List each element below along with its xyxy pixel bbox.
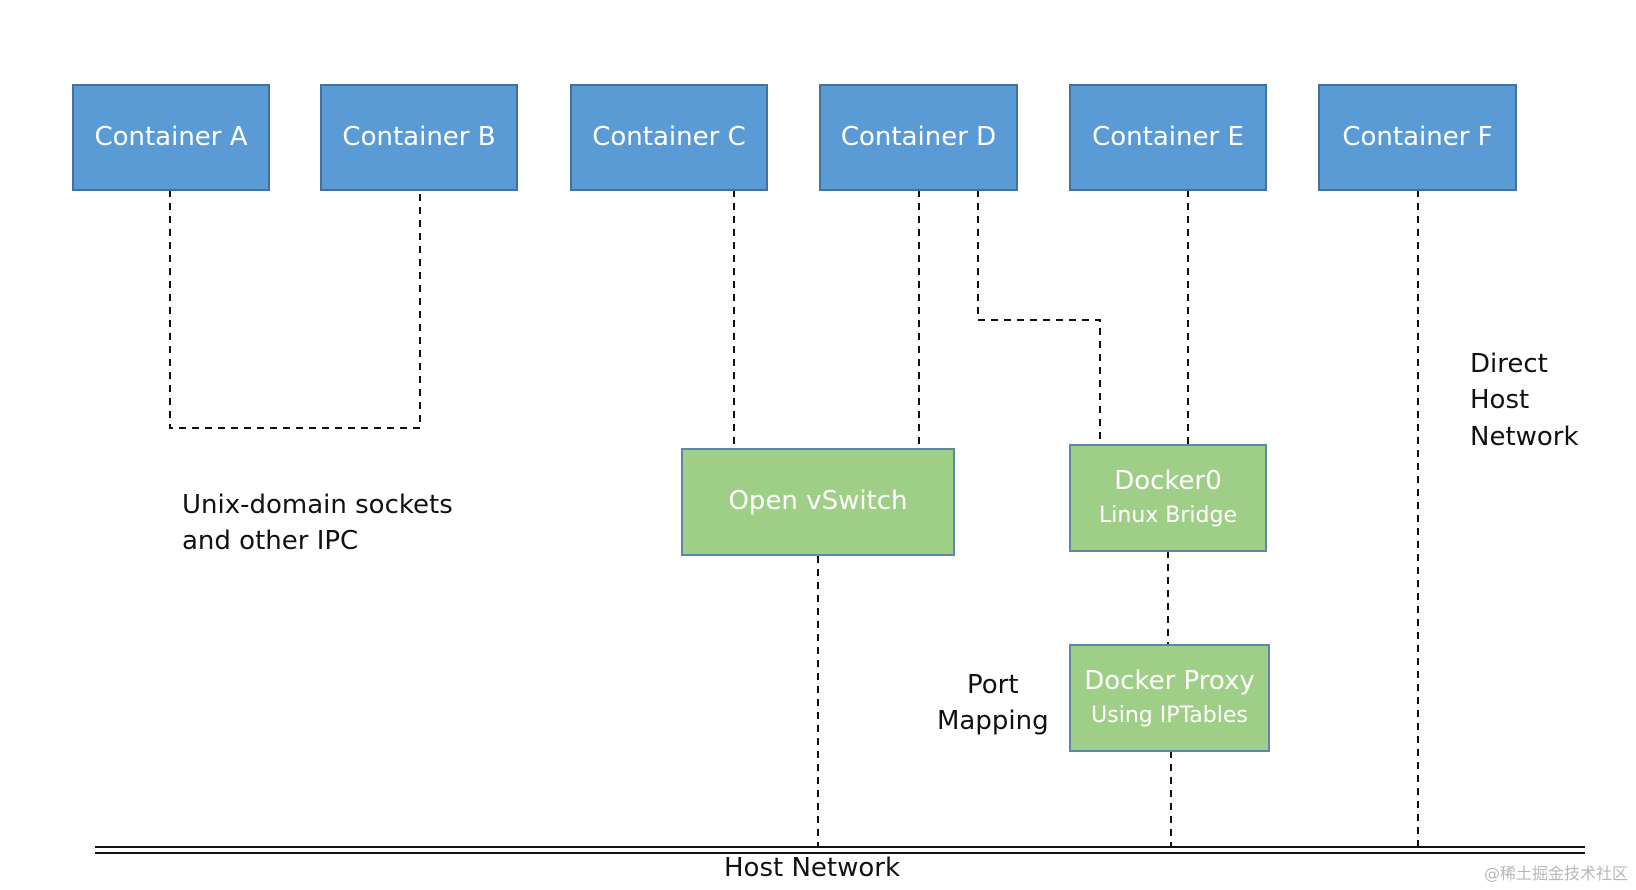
docker0-subtitle: Linux Bridge xyxy=(1099,503,1237,529)
container-a-box: Container A xyxy=(72,84,270,191)
container-e-box: Container E xyxy=(1069,84,1267,191)
ipc-label-line-1: Unix-domain sockets xyxy=(182,490,453,520)
direct-line-2: Host xyxy=(1470,385,1530,416)
container-d-label: Container D xyxy=(840,121,997,152)
ipc-label: Unix-domain sockets and other IPC xyxy=(182,487,453,560)
container-c-box: Container C xyxy=(570,84,768,191)
container-b-label: Container B xyxy=(342,121,496,152)
host-network-line-upper xyxy=(95,846,1585,848)
ipc-label-line-2: and other IPC xyxy=(182,526,359,557)
connector-d-docker0 xyxy=(977,190,1101,444)
container-d-box: Container D xyxy=(819,84,1018,191)
open-vswitch-box: Open vSwitch xyxy=(681,448,955,556)
container-a-label: Container A xyxy=(94,121,248,152)
docker-proxy-subtitle: Using IPTables xyxy=(1091,703,1248,729)
port-mapping-line-2: Mapping xyxy=(937,706,1049,737)
container-e-label: Container E xyxy=(1092,121,1244,152)
direct-line-1: Direct xyxy=(1470,349,1548,379)
docker0-title: Docker0 xyxy=(1114,466,1222,497)
docker0-box: Docker0 Linux Bridge xyxy=(1069,444,1267,552)
docker-proxy-title: Docker Proxy xyxy=(1084,666,1255,697)
host-network-label: Host Network xyxy=(724,853,901,883)
container-f-label: Container F xyxy=(1342,121,1493,152)
container-f-box: Container F xyxy=(1318,84,1517,191)
direct-host-network-label: Direct Host Network xyxy=(1470,346,1579,455)
open-vswitch-label: Open vSwitch xyxy=(728,486,908,517)
ipc-connector xyxy=(169,190,421,429)
port-mapping-line-1: Port xyxy=(967,670,1019,700)
port-mapping-label: Port Mapping xyxy=(937,667,1049,740)
direct-line-3: Network xyxy=(1470,421,1579,452)
container-b-box: Container B xyxy=(320,84,518,191)
watermark: @稀土掘金技术社区 xyxy=(1483,864,1628,883)
host-network-line-lower xyxy=(95,852,1585,854)
container-c-label: Container C xyxy=(592,121,746,152)
docker-proxy-box: Docker Proxy Using IPTables xyxy=(1069,644,1270,752)
